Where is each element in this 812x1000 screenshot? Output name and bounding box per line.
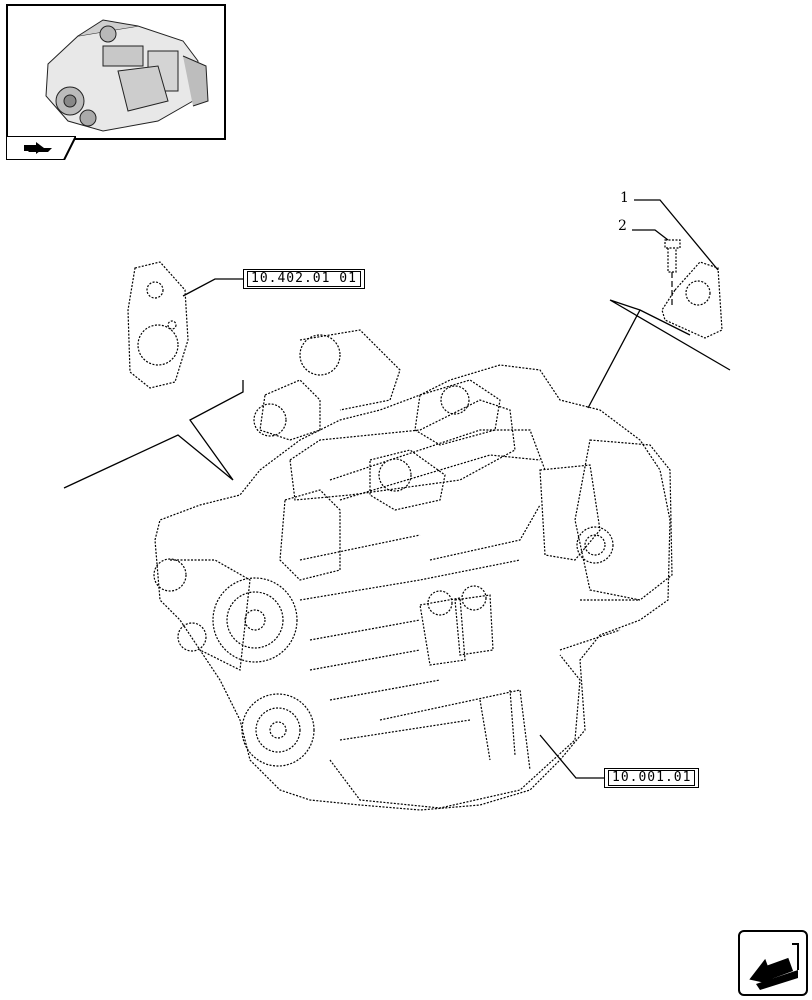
leader-main-right [587, 299, 731, 409]
leader-10-402 [182, 278, 246, 297]
reference-10-402-01-01[interactable]: 10.402.01 01 [243, 269, 365, 289]
next-page-button[interactable] [738, 930, 808, 996]
leader-item2 [632, 229, 669, 241]
engine-block [154, 364, 671, 811]
leader-item1 [634, 199, 719, 271]
leader-10-001 [539, 734, 606, 779]
gasket-part [127, 261, 189, 389]
engine-thumbnail-drawing [45, 19, 209, 132]
callout-item-1: 1 [620, 190, 629, 206]
reference-10-001-01[interactable]: 10.001.01 [604, 768, 700, 788]
next-page-arrow-icon [749, 943, 799, 990]
reference-label: 10.402.01 01 [247, 271, 361, 287]
book-arrow-tab[interactable] [5, 135, 78, 161]
book-arrow-icon [5, 135, 78, 161]
callout-item-2: 2 [618, 218, 627, 234]
bracket-part [661, 261, 723, 339]
engine-thumbnail [6, 4, 226, 140]
leader-main-left [63, 380, 244, 489]
reference-label: 10.001.01 [608, 770, 696, 786]
